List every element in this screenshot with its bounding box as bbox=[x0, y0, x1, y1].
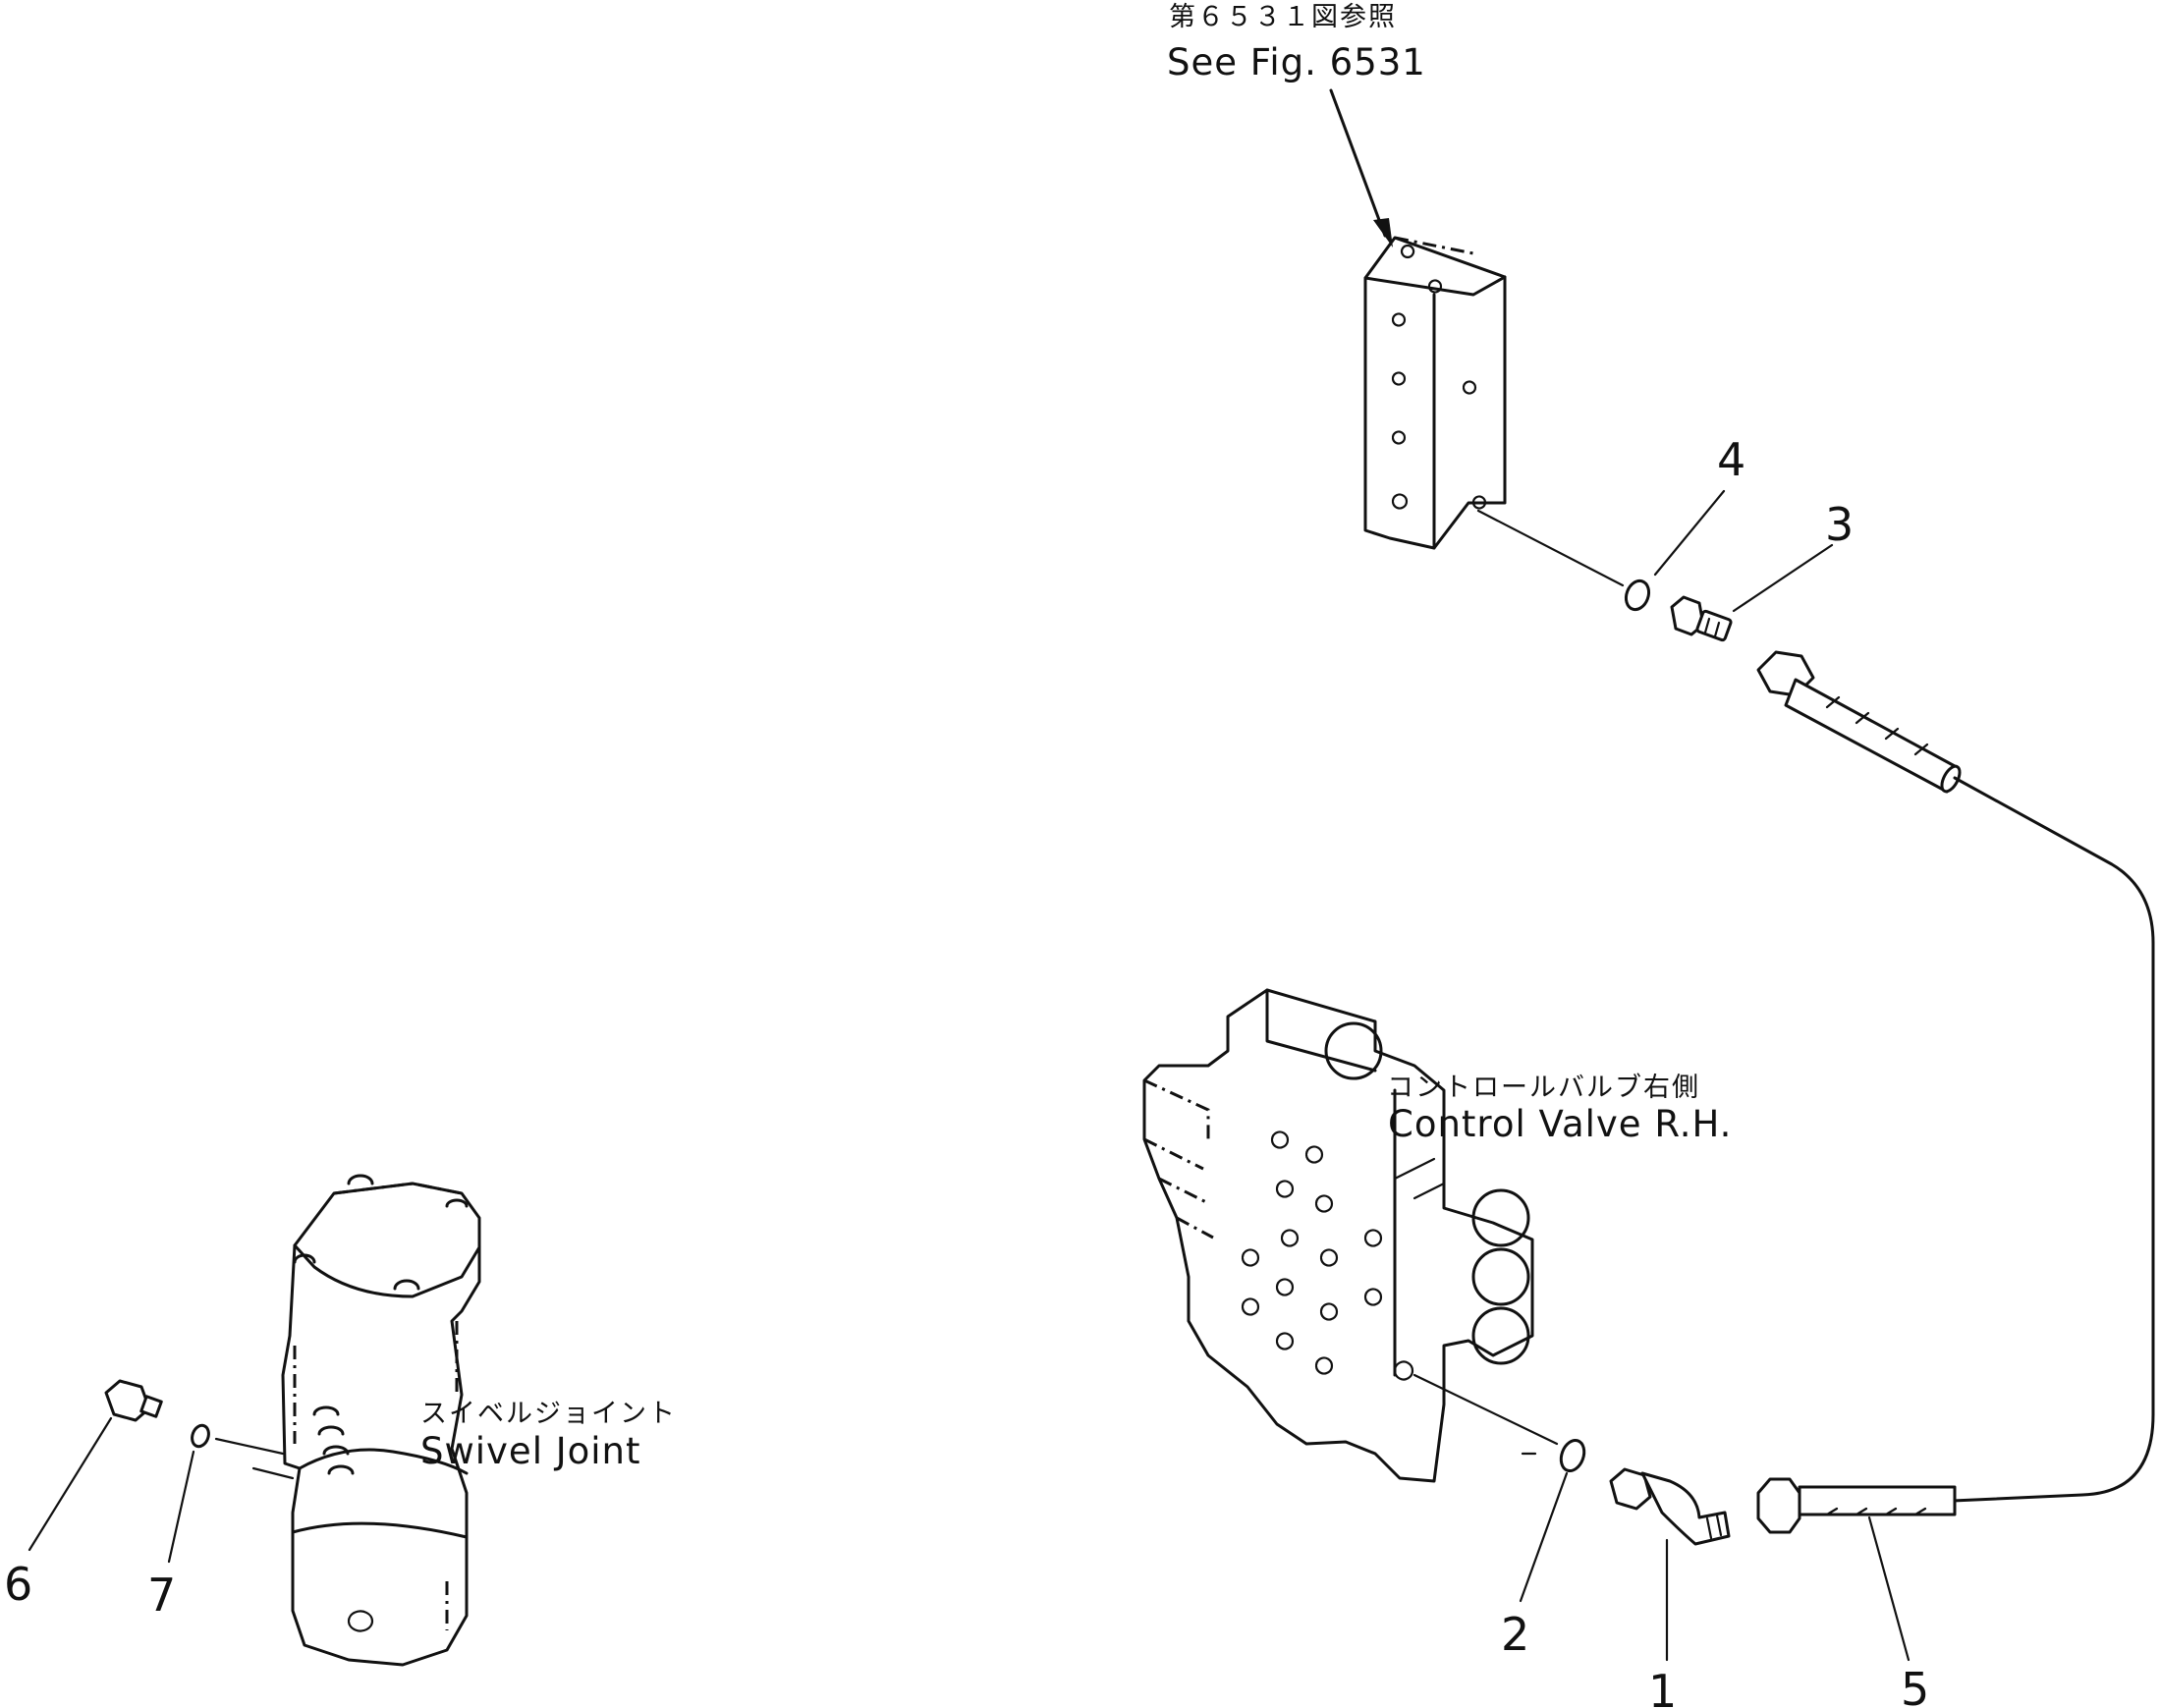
callout-leaders bbox=[28, 489, 1911, 1662]
hose-upper-fitting bbox=[1756, 650, 1962, 794]
swivel-joint-label-jp: スイベルジョイント bbox=[420, 1399, 677, 1429]
callout-4: 4 bbox=[1717, 433, 1745, 486]
control-valve bbox=[1142, 988, 1534, 1483]
plug-6 bbox=[104, 1379, 163, 1422]
manifold-block bbox=[1363, 236, 1507, 550]
o-ring-7 bbox=[191, 1423, 210, 1449]
hose-5 bbox=[1951, 776, 2155, 1503]
o-ring-4 bbox=[1624, 579, 1651, 612]
swivel-joint bbox=[251, 1174, 481, 1667]
o-ring-2 bbox=[1559, 1439, 1586, 1472]
leader-block-port bbox=[1476, 509, 1625, 587]
control-valve-label-en: Control Valve R.H. bbox=[1388, 1103, 1732, 1145]
connector-3 bbox=[1670, 595, 1733, 642]
callout-5: 5 bbox=[1901, 1663, 1929, 1708]
reference-arrow bbox=[1329, 88, 1393, 248]
swivel-joint-label-en: Swivel Joint bbox=[420, 1430, 641, 1472]
see-fig-label-en: See Fig. 6531 bbox=[1167, 41, 1426, 83]
control-valve-label-jp: コントロールバルブ右側 bbox=[1387, 1073, 1700, 1103]
hose-lower-fitting bbox=[1756, 1477, 1957, 1534]
leader-valve-port bbox=[1412, 1373, 1559, 1446]
see-fig-label-jp: 第６５３１図参照 bbox=[1169, 2, 1397, 32]
callout-6: 6 bbox=[4, 1558, 32, 1611]
callout-2: 2 bbox=[1501, 1608, 1529, 1661]
elbow-1 bbox=[1609, 1467, 1731, 1546]
callout-7: 7 bbox=[147, 1569, 176, 1622]
leader-swivel-port bbox=[214, 1437, 285, 1456]
callout-3: 3 bbox=[1825, 498, 1854, 551]
callout-1: 1 bbox=[1648, 1665, 1677, 1708]
